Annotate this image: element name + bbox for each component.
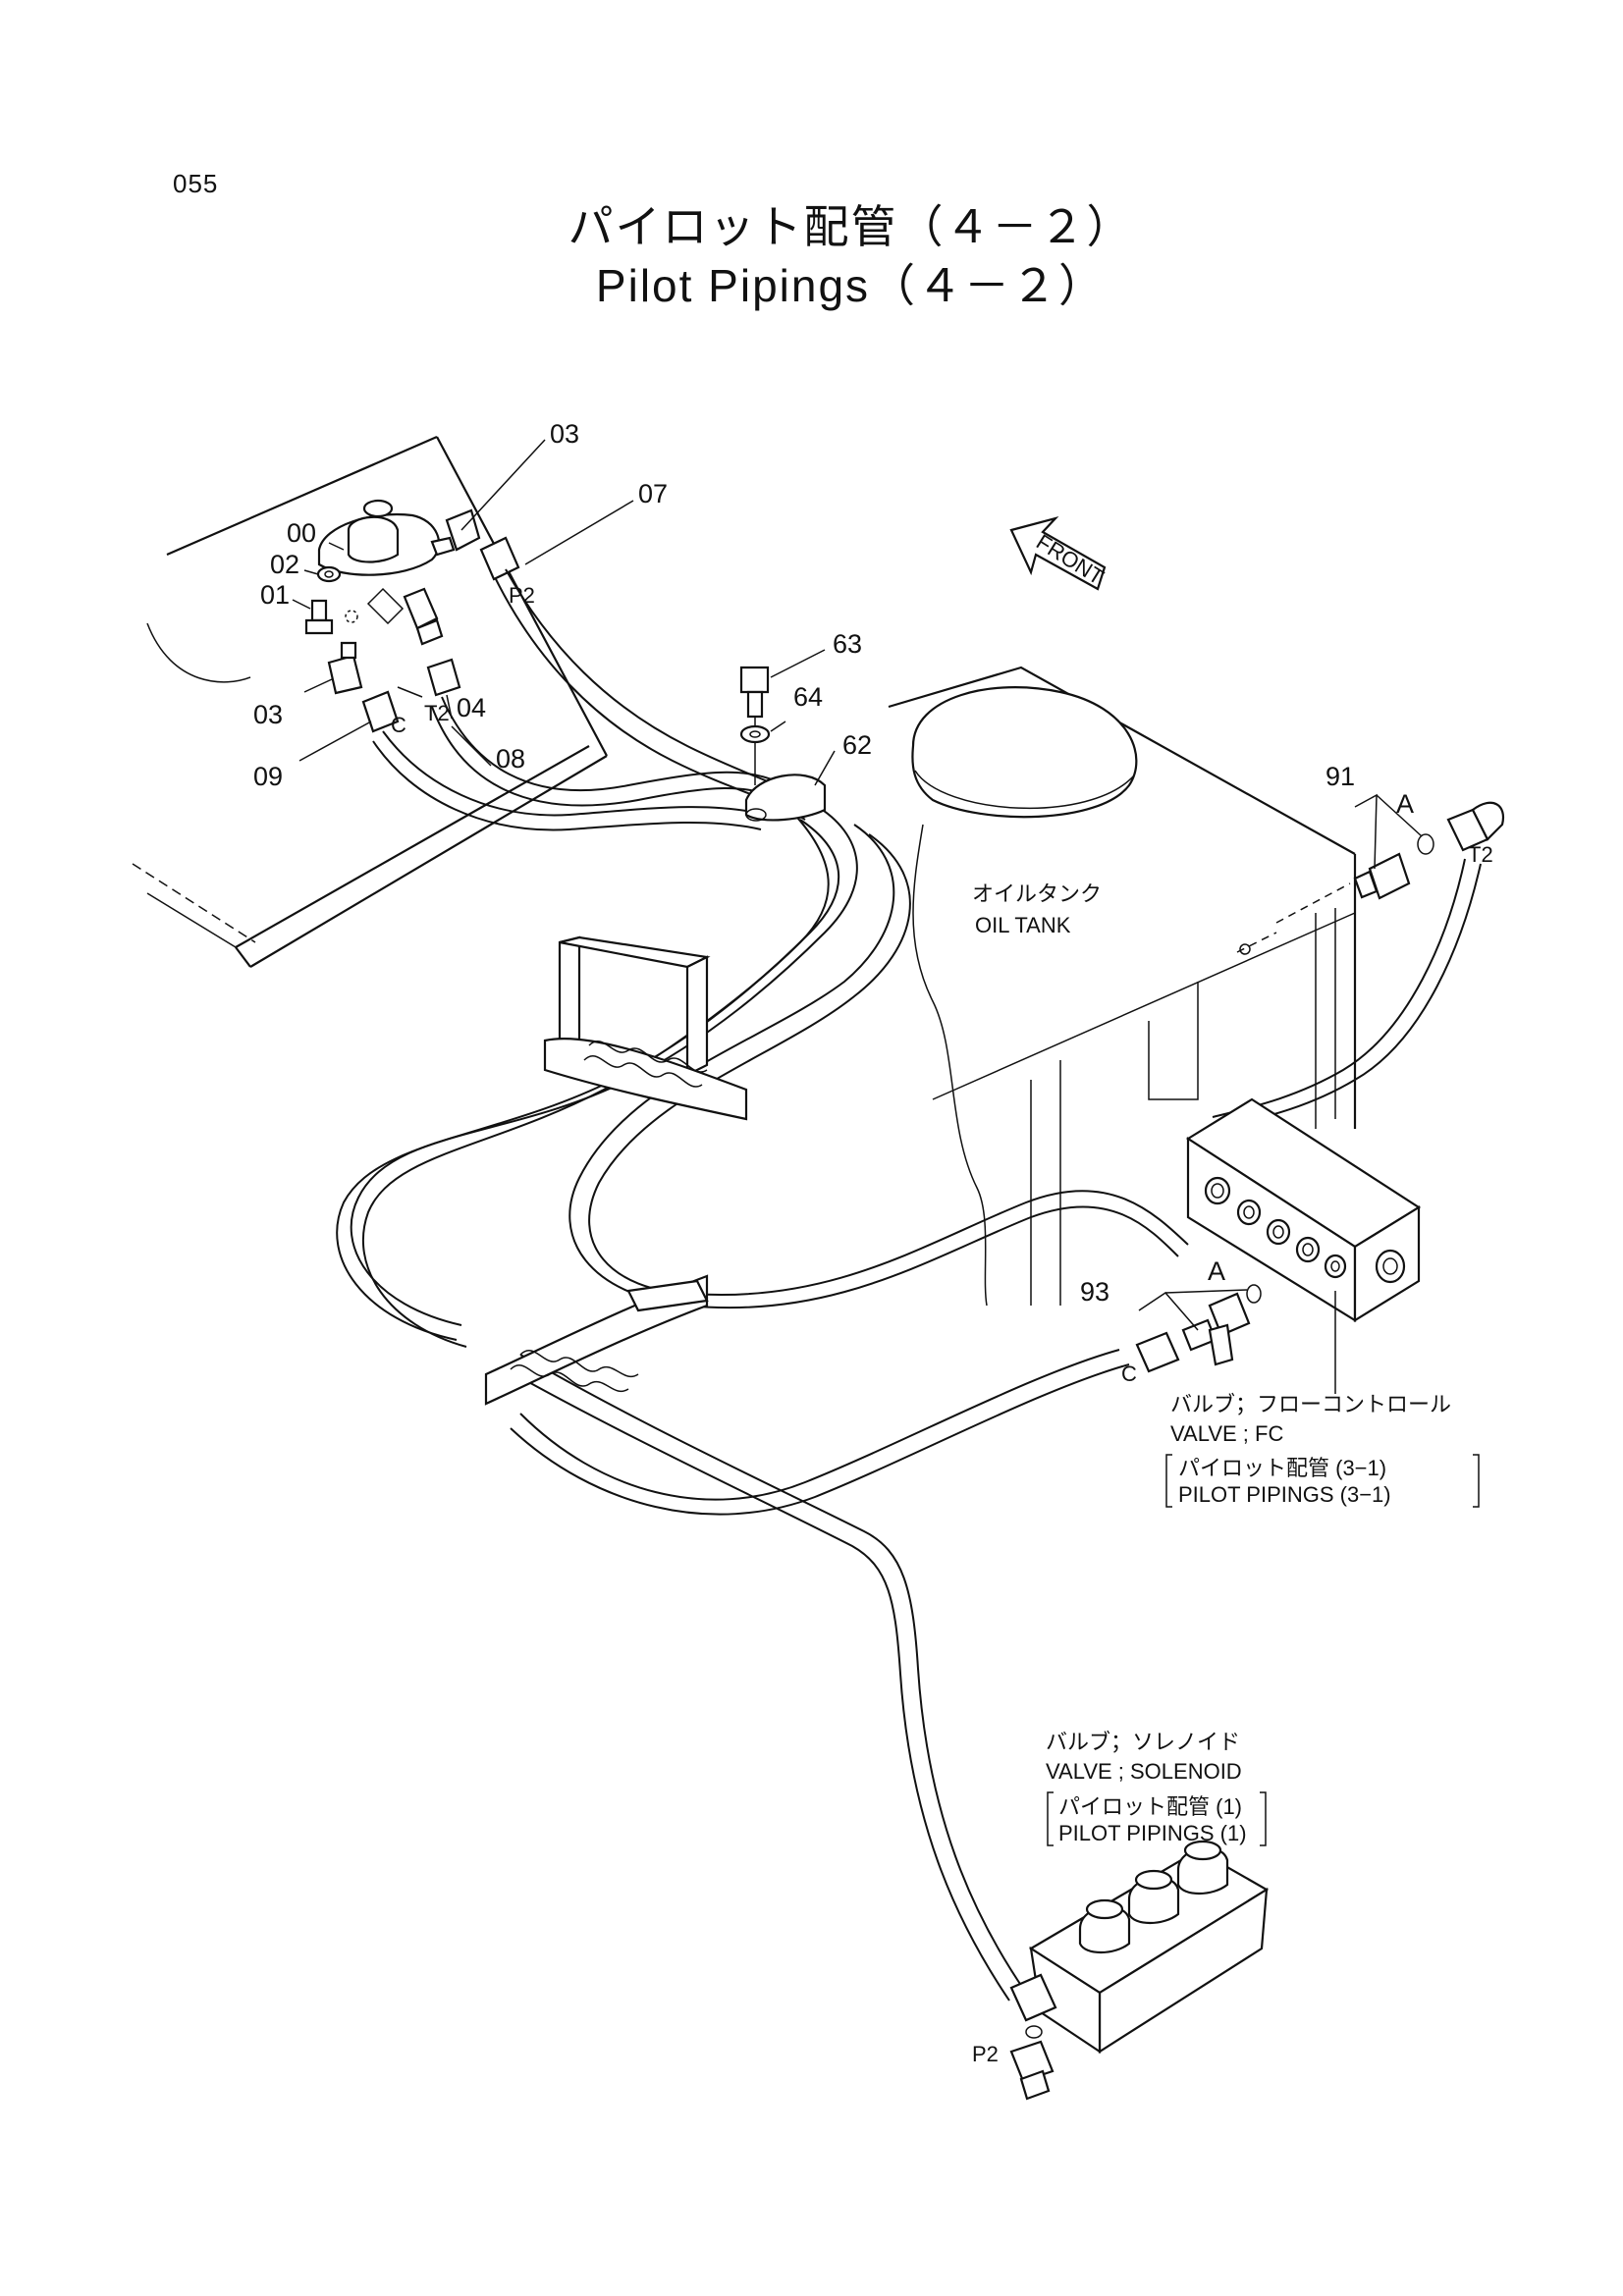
callout-07: 07 <box>638 479 668 508</box>
oil-tank-label-jp: オイルタンク <box>972 881 1102 906</box>
callout-03-left: 03 <box>253 700 283 729</box>
oil-tank-label-en: OIL TANK <box>975 913 1071 937</box>
bolt-63 <box>739 666 770 785</box>
washer-02 <box>316 565 342 583</box>
callout-08: 08 <box>496 744 525 774</box>
callout-02: 02 <box>270 550 299 579</box>
title-english: Pilot Pipings（４－２） <box>595 260 1107 311</box>
valve-solenoid-ref-bracket-left <box>1047 1791 1054 1846</box>
callout-93: 93 <box>1080 1277 1109 1307</box>
oil-tank <box>888 666 1357 1307</box>
pilot-valve-00 <box>317 499 441 625</box>
sheet-number: 055 <box>173 169 219 198</box>
fitting-91 <box>1353 801 1505 900</box>
callout-04: 04 <box>457 693 486 722</box>
washer-64 <box>739 724 771 744</box>
valve-fc-label-jp: バルブ；フローコントロール <box>1170 1392 1451 1416</box>
port-p2-top: P2 <box>509 583 535 608</box>
valve-fc-ref-en: PILOT PIPINGS (3−1) <box>1178 1482 1391 1507</box>
valve-solenoid-ref-en: PILOT PIPINGS (1) <box>1058 1821 1247 1845</box>
valve-fc-ref-bracket-right <box>1473 1454 1480 1508</box>
callout-09: 09 <box>253 762 283 791</box>
valve-fc-ref-jp: パイロット配管 (3−1) <box>1178 1456 1386 1480</box>
valve-solenoid-label-jp: バルブ；ソレノイド <box>1046 1730 1240 1754</box>
elbow-03-left <box>327 641 363 695</box>
callout-00: 00 <box>287 518 316 548</box>
callout-62: 62 <box>842 730 872 760</box>
port-c-mid: C <box>1121 1362 1137 1386</box>
clamp-62 <box>744 774 827 822</box>
elbow-04 <box>403 587 444 646</box>
fitting-93 <box>1135 1284 1262 1373</box>
callout-01: 01 <box>260 580 290 610</box>
callout-a-top: A <box>1396 789 1414 819</box>
elbow-03-top <box>430 508 481 557</box>
valve-fc-label-en: VALVE ; FC <box>1170 1421 1283 1446</box>
callout-63: 63 <box>833 629 862 659</box>
callout-03-top: 03 <box>550 419 579 449</box>
valve-solenoid-ref-bracket-right <box>1260 1791 1267 1846</box>
front-direction-arrow: FRONT <box>1009 515 1109 591</box>
flow-control-valve-block <box>1185 1097 1422 1322</box>
valve-fc-ref-bracket-left <box>1165 1454 1172 1508</box>
valve-solenoid-ref-jp: パイロット配管 (1) <box>1058 1794 1242 1819</box>
port-p2-bottom: P2 <box>972 2042 999 2066</box>
title-japanese: パイロット配管（４－２） <box>568 200 1134 253</box>
hose-fittings-upper <box>361 536 520 733</box>
lower-hose-bracket <box>484 1274 709 1406</box>
valve-solenoid-label-en: VALVE ; SOLENOID <box>1046 1759 1242 1784</box>
upper-hose-bracket <box>543 935 748 1121</box>
pilot-hoses <box>336 568 1482 2002</box>
upper-frame <box>132 435 608 968</box>
leader-lines <box>292 439 1423 1394</box>
solenoid-valve <box>1009 1840 1270 2101</box>
bolt-01 <box>304 599 334 635</box>
callout-64: 64 <box>793 682 823 712</box>
callout-a-mid: A <box>1208 1256 1225 1286</box>
port-c-left: C <box>391 713 406 737</box>
port-t2-right: T2 <box>1468 842 1493 867</box>
callout-91: 91 <box>1325 762 1355 791</box>
port-t2-left: T2 <box>424 701 450 725</box>
